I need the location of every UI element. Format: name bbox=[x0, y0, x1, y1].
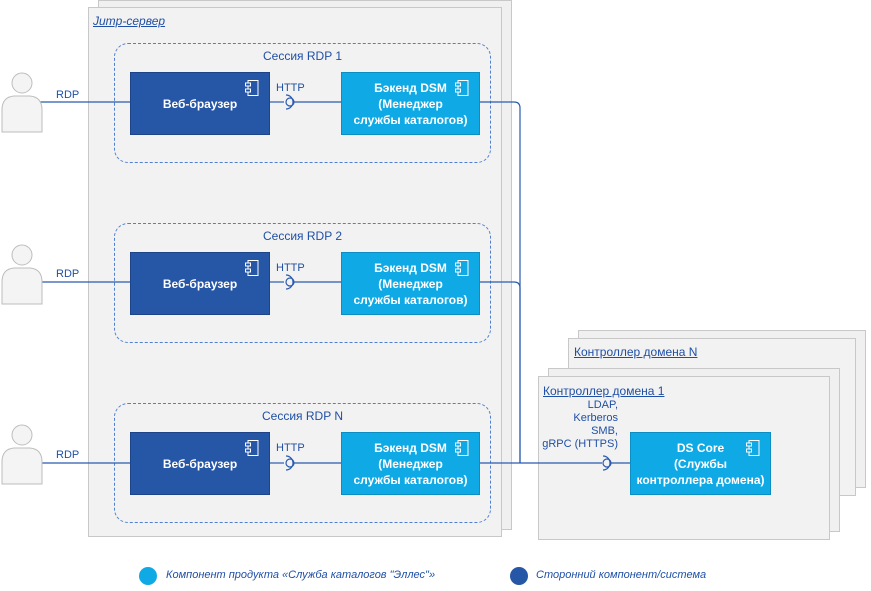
web-browser-component: Веб-браузер bbox=[130, 72, 270, 135]
http-label: HTTP bbox=[276, 262, 305, 274]
component-label: Бэкенд DSM (Менеджер службы каталогов) bbox=[353, 80, 468, 127]
rdp-label: RDP bbox=[56, 268, 80, 280]
dsm-backend-component: Бэкенд DSM (Менеджер службы каталогов) bbox=[341, 72, 480, 135]
component-label: Бэкенд DSM (Менеджер службы каталогов) bbox=[353, 440, 468, 487]
domain-controller-n-title: Контроллер домена N bbox=[574, 345, 698, 359]
session-title: Сессия RDP 2 bbox=[262, 229, 342, 243]
legend-third-party-label: Сторонний компонент/система bbox=[536, 569, 707, 581]
session-title: Сессия RDP 1 bbox=[262, 49, 342, 63]
component-label: Бэкенд DSM (Менеджер службы каталогов) bbox=[353, 260, 468, 307]
rdp-label: RDP bbox=[56, 89, 80, 101]
web-browser-component: Веб-браузер bbox=[130, 432, 270, 495]
component-icon bbox=[455, 440, 469, 456]
rdp-label: RDP bbox=[56, 449, 80, 461]
user-icon bbox=[0, 244, 44, 306]
domain-protocols-label: LDAP, Kerberos SMB, gRPC (HTTPS) bbox=[542, 399, 618, 450]
component-icon bbox=[746, 440, 760, 456]
dsm-backend-component: Бэкенд DSM (Менеджер службы каталогов) bbox=[341, 432, 480, 495]
component-label: Веб-браузер bbox=[162, 96, 238, 111]
jump-server-title: Jump-сервер bbox=[93, 14, 166, 28]
http-label: HTTP bbox=[276, 82, 305, 94]
session-title: Сессия RDP N bbox=[262, 409, 343, 423]
legend-third-party-swatch bbox=[510, 567, 528, 585]
http-label: HTTP bbox=[276, 442, 305, 454]
user-icon bbox=[0, 72, 44, 134]
user-icon bbox=[0, 424, 44, 486]
component-icon bbox=[245, 260, 259, 276]
domain-controller-1-title: Контроллер домена 1 bbox=[543, 384, 665, 398]
component-label: Веб-браузер bbox=[162, 276, 238, 291]
web-browser-component: Веб-браузер bbox=[130, 252, 270, 315]
session-rdp-2: Сессия RDP 2 bbox=[114, 223, 491, 343]
component-icon bbox=[245, 80, 259, 96]
component-icon bbox=[245, 440, 259, 456]
ds-core-component: DS Core (Службы контроллера домена) bbox=[630, 432, 771, 495]
component-label: DS Core (Службы контроллера домена) bbox=[636, 440, 765, 487]
component-icon bbox=[455, 80, 469, 96]
component-icon bbox=[455, 260, 469, 276]
dsm-backend-component: Бэкенд DSM (Менеджер службы каталогов) bbox=[341, 252, 480, 315]
legend-product-label: Компонент продукта «Служба каталогов "Эл… bbox=[166, 569, 436, 581]
legend-product-swatch bbox=[139, 567, 157, 585]
component-label: Веб-браузер bbox=[162, 456, 238, 471]
session-rdp-1: Сессия RDP 1 bbox=[114, 43, 491, 163]
